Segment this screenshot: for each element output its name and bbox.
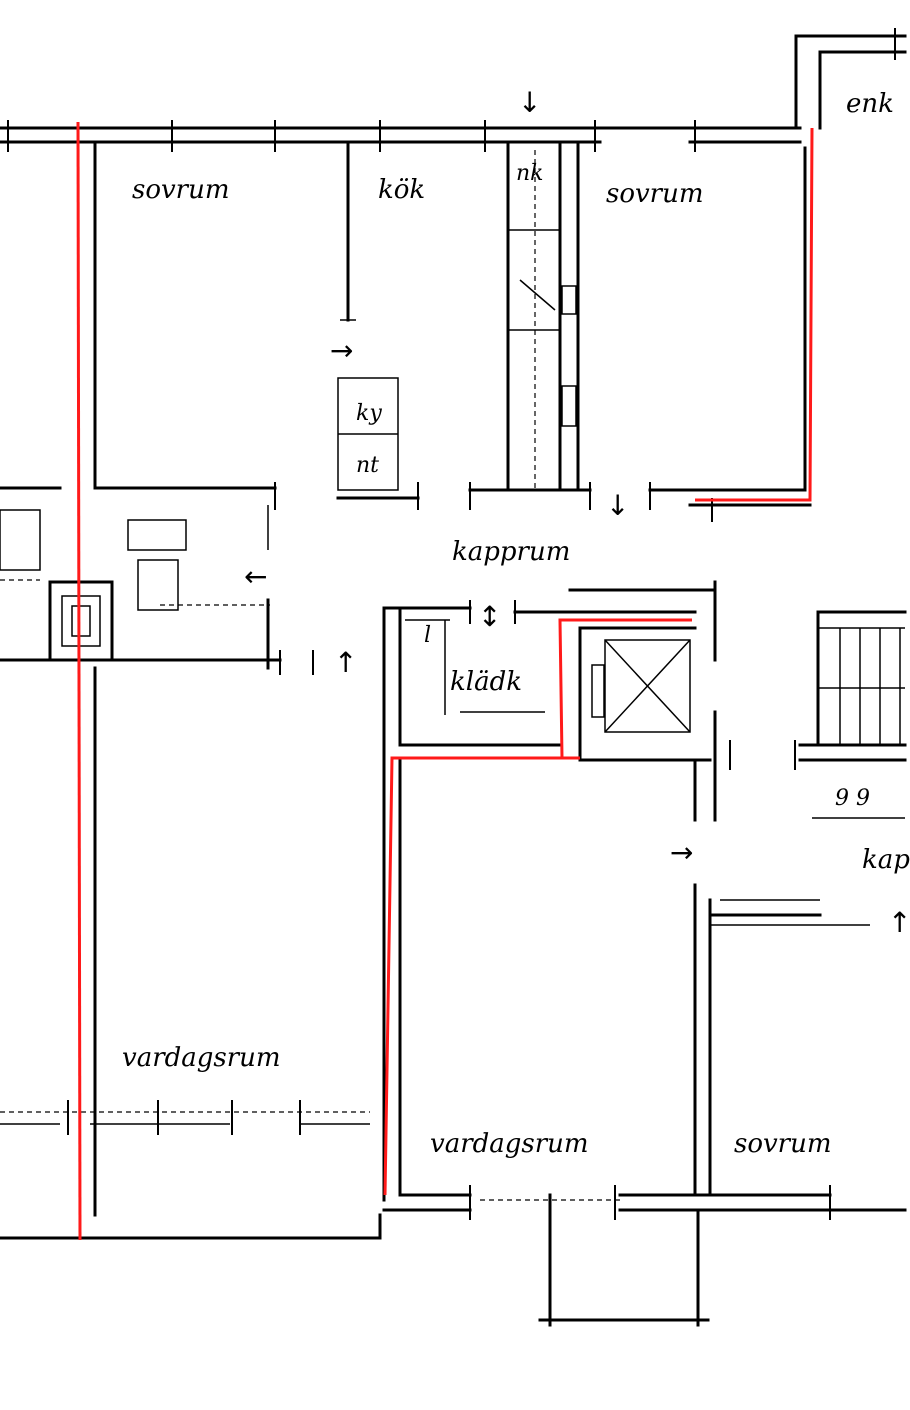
room-label-kap: kap [862,845,910,875]
room-label-ky: ky [356,401,382,426]
room-label-kapprum: kapprum [452,537,570,567]
stair [794,610,907,819]
arrow-updown-icon: ↕ [478,600,501,633]
room-label-kladk-prefix: l [424,623,431,648]
room-label-nk: nk [516,161,544,186]
arrow-down-icon: ↓ [518,86,541,119]
room-labels: sovrum kök nk sovrum enk ky nt kapprum l… [122,89,910,1159]
exterior-walls [0,28,907,152]
room-label-vardagsrum-mid: vardagsrum [430,1129,589,1159]
room-label-sovrum-top-left: sovrum [132,175,230,205]
arrow-down-icon: ↓ [606,489,629,522]
room-label-kok: kök [378,175,425,205]
stair-marks: 9 9 [835,786,870,811]
room-label-sovrum-top-mid: sovrum [606,179,704,209]
door-arrows: ↓ → ↓ ← ↑ ↕ → ↑ [244,86,910,939]
arrow-right-icon: → [330,334,353,367]
arrow-left-icon: ← [244,560,267,593]
room-label-kladk: klädk [450,667,522,697]
lower-room-walls [0,666,907,1327]
central-core [382,580,731,1202]
room-label-nt: nt [356,453,379,478]
upper-room-walls [0,140,812,522]
highlight-lines [76,121,814,1241]
room-label-vardagsrum-left: vardagsrum [122,1043,281,1073]
chimney-area [0,505,314,675]
arrow-up-icon: ↑ [888,906,910,939]
arrow-right-icon: → [670,836,693,869]
room-label-enk: enk [846,89,894,119]
room-label-sovrum-bottom-right: sovrum [734,1129,832,1159]
arrow-up-icon: ↑ [334,646,357,679]
